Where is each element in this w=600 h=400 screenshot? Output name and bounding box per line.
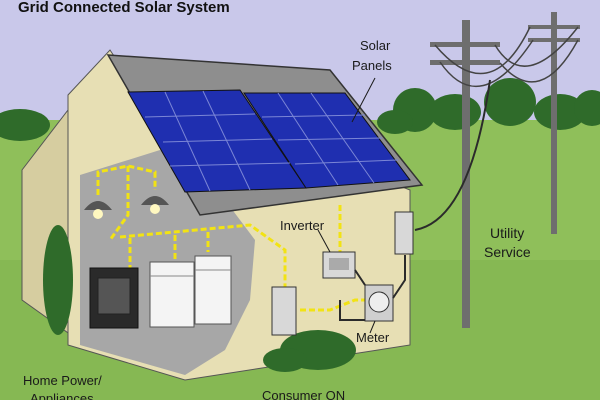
utility-poles	[430, 12, 580, 328]
television	[89, 267, 139, 329]
label-consumer: Consumer ON	[262, 388, 345, 400]
label-leaders	[317, 77, 376, 334]
label-solar: Solar	[360, 38, 391, 53]
connection-arrows	[339, 79, 491, 321]
label-appliances: Appliances	[30, 391, 94, 400]
ceiling-lamp-left	[84, 201, 112, 219]
label-home-power: Home Power/	[23, 373, 102, 388]
breaker-panel	[271, 286, 297, 336]
meter-device	[364, 284, 394, 322]
label-inverter: Inverter	[280, 218, 325, 233]
washer	[149, 261, 195, 328]
label-utility: Utility	[490, 225, 524, 241]
disconnect-box	[394, 211, 414, 255]
label-service: Service	[484, 244, 531, 260]
solar-panels	[127, 89, 411, 193]
ceiling-lamp-right	[141, 196, 169, 214]
label-panels: Panels	[352, 58, 392, 73]
diagram-title: Grid Connected Solar System	[18, 0, 230, 16]
inverter-box	[322, 251, 356, 279]
dryer	[194, 255, 232, 325]
front-bushes	[43, 225, 356, 372]
label-meter: Meter	[356, 330, 390, 345]
